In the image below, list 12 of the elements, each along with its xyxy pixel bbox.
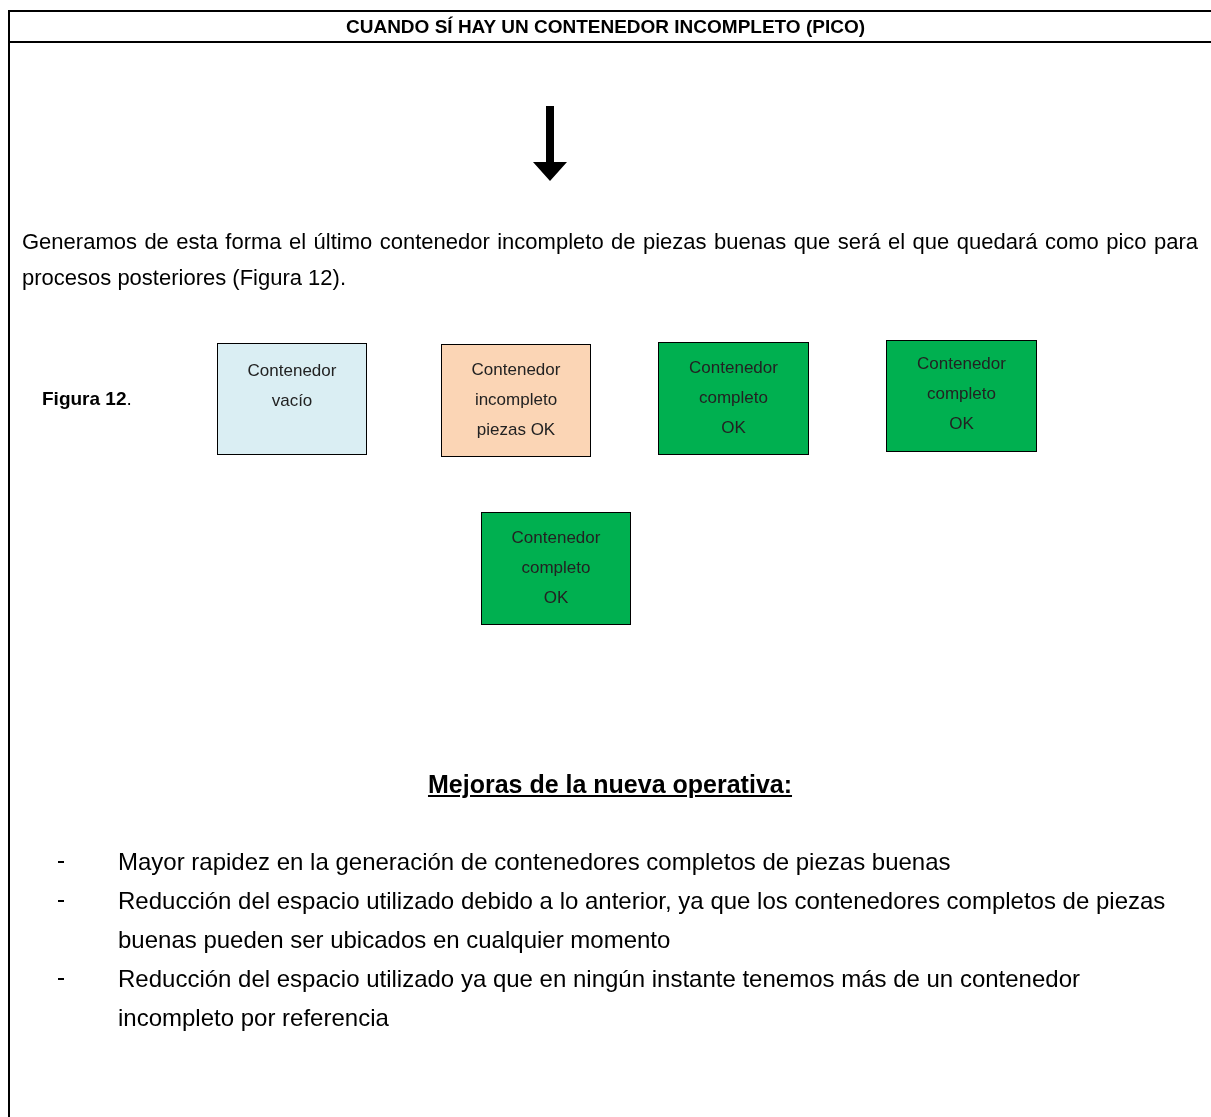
- bullet-text: Reducción del espacio utilizado ya que en ningún instante tenemos más de un contenedor incompleto por referencia: [118, 964, 1081, 1033]
- container-box: Contenedor completo OK: [481, 512, 631, 625]
- container-box: Contenedor completo OK: [658, 342, 809, 455]
- section-heading: Mejoras de la nueva operativa:: [427, 769, 793, 800]
- figure-label: Figura 12.: [42, 387, 132, 411]
- container-box: Contenedor completo OK: [886, 340, 1037, 452]
- bullet-text: Reducción del espacio utilizado debido a lo anterior, ya que los contenedores completos de piezas buenas pueden ser ubicados en cualquier momento: [118, 886, 1167, 955]
- container-box: Contenedor incompleto piezas OK: [441, 344, 591, 457]
- title: CUANDO SÍ HAY UN CONTENEDOR INCOMPLETO (PICO): [345, 15, 866, 39]
- bullet-text: Mayor rapidez en la generación de contenedores completos de piezas buenas: [118, 847, 951, 877]
- container-box: Contenedor vacío: [217, 343, 367, 455]
- paragraph: Generamos de esta forma el último contenedor incompleto de piezas buenas que será el que quedará como pico para procesos posteriores (Figura 12).: [22, 228, 1198, 292]
